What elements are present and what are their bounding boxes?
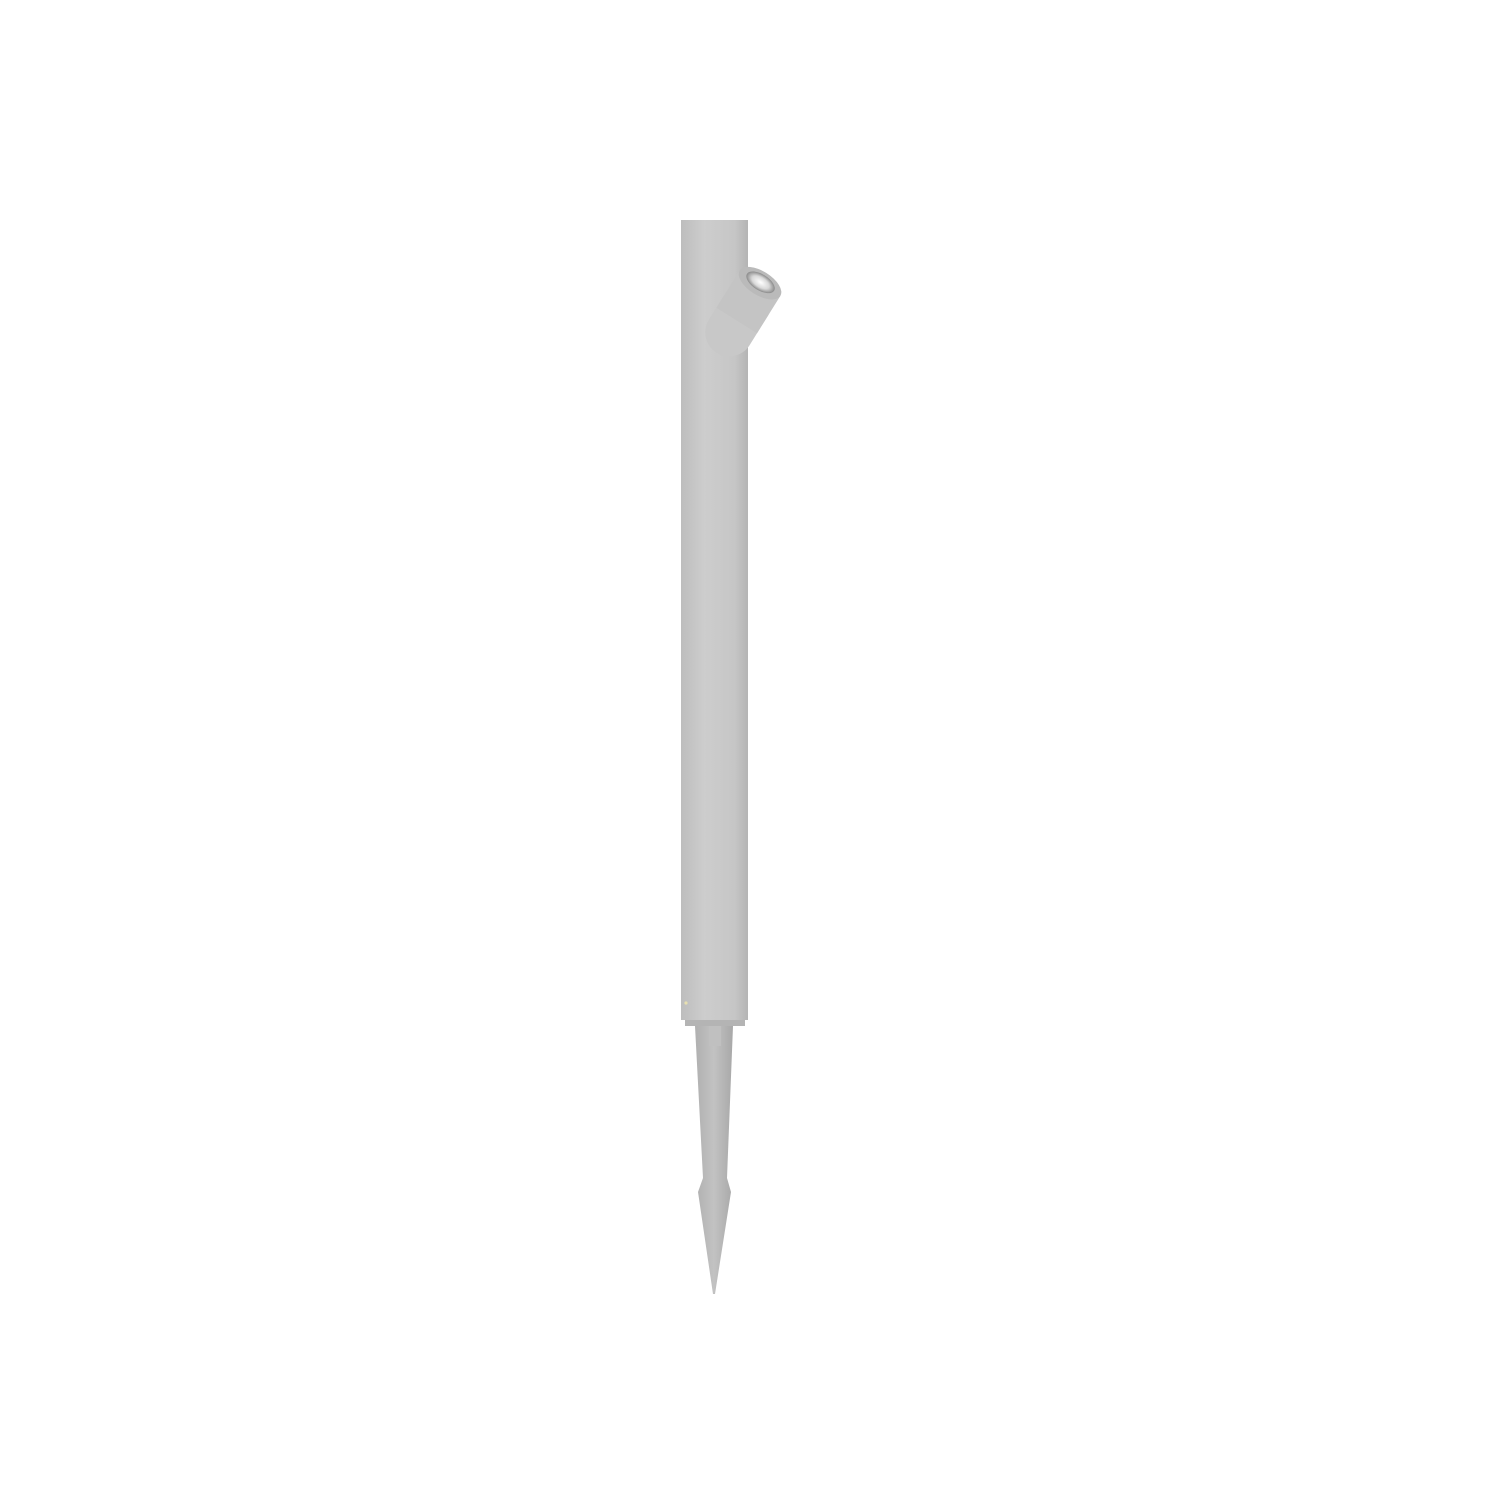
lens-icon — [746, 271, 775, 294]
spotlight-head — [705, 266, 782, 357]
ground-spike — [695, 1026, 733, 1294]
collar — [685, 1020, 745, 1026]
spike-fin — [709, 1026, 721, 1046]
screw-icon — [684, 1001, 688, 1005]
